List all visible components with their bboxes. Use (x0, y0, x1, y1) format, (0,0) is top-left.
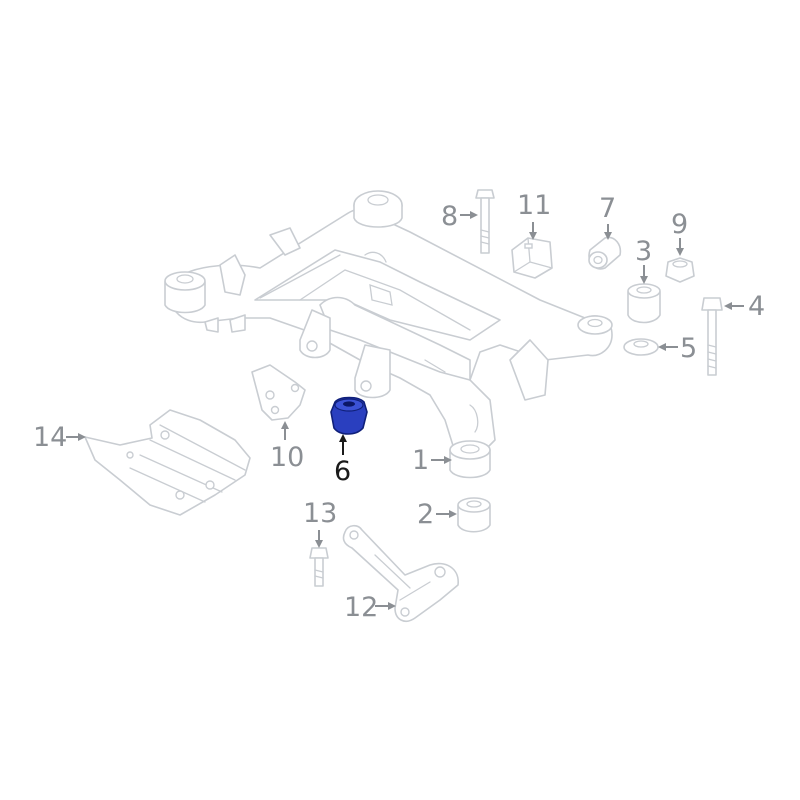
callout-4-label: 4 (748, 291, 765, 322)
right-mount (577, 315, 613, 335)
callout-3[interactable]: 3 (635, 236, 652, 284)
callout-13-label: 13 (303, 498, 337, 529)
callout-3-label: 3 (635, 236, 652, 267)
callout-13[interactable]: 13 (303, 498, 337, 548)
callout-4[interactable]: 4 (724, 291, 765, 322)
callout-10[interactable]: 10 (270, 421, 304, 473)
bracket-10 (251, 364, 306, 421)
callout-6[interactable]: 6 (334, 434, 351, 487)
left-mount (164, 271, 206, 314)
callouts: 1 2 3 4 5 6 (33, 190, 765, 623)
callout-1-label: 1 (412, 445, 429, 476)
callout-10-label: 10 (270, 442, 304, 473)
bushing-3 (627, 283, 661, 324)
callout-6-label: 6 (334, 456, 351, 487)
bolt-8 (475, 189, 495, 254)
washer-5 (623, 338, 659, 356)
callout-14-label: 14 (33, 422, 67, 453)
callout-8-label: 8 (441, 201, 458, 232)
callout-2[interactable]: 2 (417, 499, 457, 530)
underbody-shield-14 (84, 409, 251, 516)
callout-5-label: 5 (680, 333, 697, 364)
mount-11 (511, 237, 553, 279)
subframe (164, 190, 613, 479)
callout-11[interactable]: 11 (517, 190, 551, 240)
bolt-4 (701, 297, 723, 376)
bushing-6[interactable] (330, 396, 368, 435)
nut-9 (665, 257, 695, 283)
callout-9[interactable]: 9 (671, 209, 688, 256)
callout-12-label: 12 (344, 592, 378, 623)
bushing-2 (457, 497, 491, 533)
top-mount (353, 190, 403, 228)
callout-5[interactable]: 5 (658, 333, 697, 364)
callout-8[interactable]: 8 (441, 201, 478, 232)
bushing-6-bore (343, 401, 355, 407)
callout-7[interactable]: 7 (599, 193, 616, 240)
callout-2-label: 2 (417, 499, 434, 530)
lower-mount (449, 440, 491, 479)
bushing-7 (588, 236, 622, 270)
brace-12 (342, 524, 459, 622)
callout-12[interactable]: 12 (344, 592, 396, 623)
callout-7-label: 7 (599, 193, 616, 224)
callout-14[interactable]: 14 (33, 422, 86, 453)
callout-9-label: 9 (671, 209, 688, 240)
callout-1[interactable]: 1 (412, 445, 452, 476)
callout-11-label: 11 (517, 190, 551, 221)
bolt-13 (309, 547, 329, 587)
